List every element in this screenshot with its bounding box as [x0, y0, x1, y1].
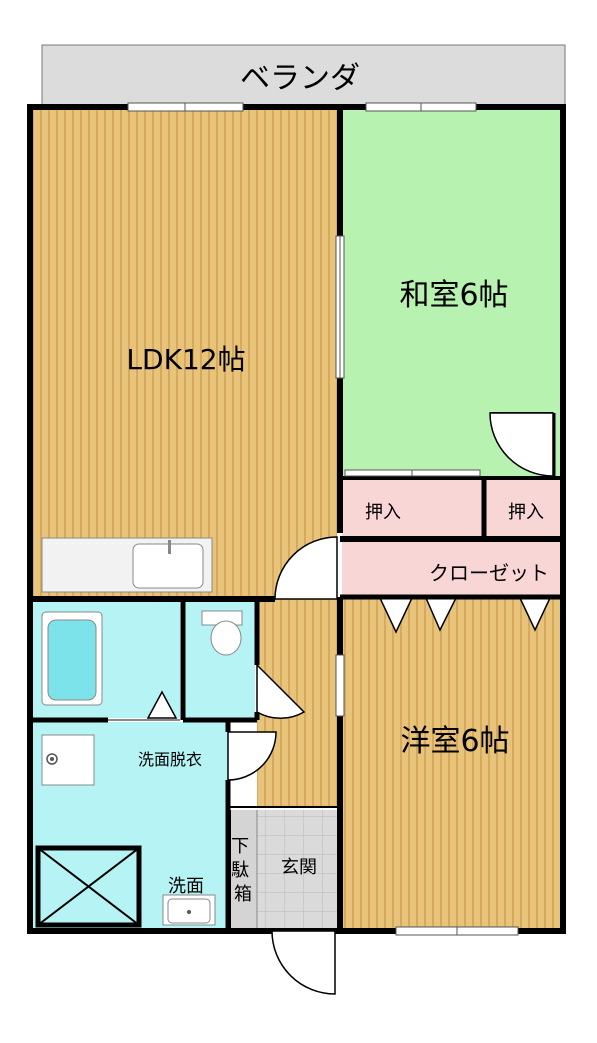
ldk-label: LDK12帖 [126, 343, 245, 376]
genkan-floor [257, 810, 337, 928]
oshiire2-area [486, 476, 560, 536]
oshiire2-label: 押入 [508, 502, 544, 523]
kitchen-counter [41, 537, 213, 593]
bathtub [41, 611, 103, 706]
oshiire1-label: 押入 [365, 502, 401, 523]
genkan-label: 玄関 [281, 857, 317, 878]
veranda-label: ベランダ [240, 61, 360, 96]
washing-machine-pan [41, 734, 95, 786]
windows [127, 102, 519, 936]
closet-area [342, 541, 560, 596]
getabako-label: 下 駄 箱 [231, 836, 255, 905]
getabako [230, 810, 257, 928]
ldk-floor [33, 110, 337, 598]
closet-doors [368, 596, 560, 634]
toilet [201, 610, 243, 656]
youshitsu-floor [342, 598, 560, 928]
closet-label: クローゼット [429, 561, 549, 585]
senmen-label: 洗面 [168, 876, 204, 897]
storage-x [35, 845, 142, 928]
youshitsu-label: 洋室6帖 [400, 724, 509, 759]
oshiire1-area [342, 476, 482, 536]
doors [108, 412, 554, 995]
washitsu-label: 和室6帖 [399, 278, 508, 313]
washbasin [162, 894, 216, 926]
veranda: ベランダ [41, 44, 566, 107]
senmen-datsui-label: 洗面脱衣 [138, 750, 202, 769]
